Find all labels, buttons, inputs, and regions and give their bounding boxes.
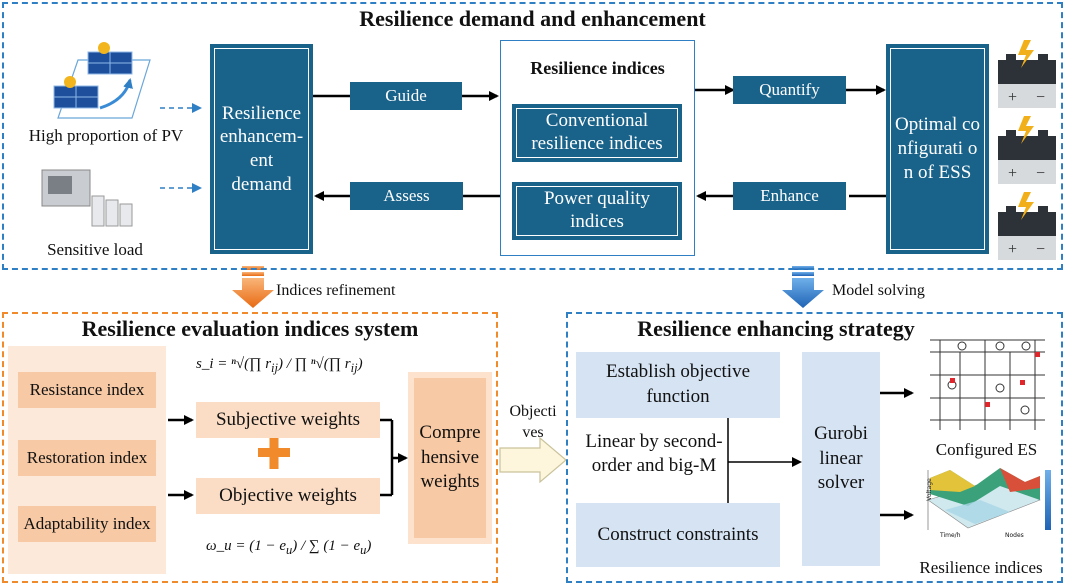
pv-panels-icon — [53, 42, 151, 119]
blue-down-arrow-icon — [782, 266, 824, 308]
establish-objective-box: Establish objective function — [576, 352, 780, 418]
guide-label: Guide — [350, 82, 462, 110]
subjective-weight-formula: s_i = ⁿ√(∏ rij) / ∏ ⁿ√(∏ rij) — [196, 356, 363, 375]
restoration-index-box: Restoration index — [18, 440, 156, 476]
battery-icon: +− — [998, 40, 1056, 108]
right-title: Resilience enhancing strategy — [637, 316, 915, 341]
enhance-label: Enhance — [733, 182, 846, 210]
svg-text:+: + — [1008, 89, 1017, 106]
power-quality-indices-box: Power quality indices — [512, 182, 682, 240]
assess-label: Assess — [350, 182, 463, 210]
construct-constraints-box: Construct constraints — [576, 503, 780, 567]
comprehensive-weights-inner: Compre hensive weights — [414, 378, 486, 538]
gurobi-solver-box: Gurobi linear solver — [802, 352, 880, 566]
sensitive-load-icon — [41, 169, 133, 227]
optimal-ess-box: Optimal configurati on of ESS — [886, 44, 989, 254]
pv-label: High proportion of PV — [28, 126, 184, 145]
model-solving-label: Model solving — [832, 282, 925, 299]
linearization-text: Linear by second-order and big-M — [585, 431, 723, 476]
left-section — [2, 312, 498, 583]
objectives-arrow-icon — [499, 436, 567, 484]
objective-weights-box: Objective weights — [196, 478, 380, 514]
formula-s-symbol: s_i — [196, 356, 214, 372]
svg-text:−: − — [1036, 165, 1045, 182]
right-section — [566, 312, 1063, 583]
axis-nodes-label: Nodes — [1005, 532, 1024, 539]
grid-network-icon — [930, 339, 1045, 430]
indices-refinement-label: Indices refinement — [276, 282, 396, 299]
left-title: Resilience evaluation indices system — [81, 316, 419, 341]
svg-text:+: + — [1008, 241, 1017, 258]
orange-down-arrow-icon — [232, 266, 274, 308]
load-label: Sensitive load — [47, 240, 143, 259]
battery-icon: +− — [998, 192, 1056, 260]
demand-box: Resilience enhancem-ent demand — [210, 44, 313, 254]
conventional-indices-box: Conventional resilience indices — [512, 104, 682, 162]
indices-title: Resilience indices — [530, 58, 665, 78]
svg-text:−: − — [1036, 241, 1045, 258]
top-title: Resilience demand and enhancement — [359, 6, 706, 31]
comprehensive-weights-box: Compre hensive weights — [408, 372, 492, 544]
objectives-label: Objecti ves — [509, 403, 557, 441]
formula-w-symbol: ω_u — [206, 538, 232, 554]
voltage-surface-icon — [927, 468, 1051, 530]
adaptability-index-box: Adaptability index — [18, 506, 156, 542]
top-section — [2, 2, 1063, 270]
axis-time-label: Time/h — [940, 532, 961, 539]
resilience-indices-label: Resilience indices — [919, 558, 1043, 577]
objective-weight-formula: ω_u = (1 − eu) / ∑ (1 − eu) — [206, 538, 372, 557]
axis-voltage-label: Voltage — [925, 478, 933, 501]
subjective-weights-box: Subjective weights — [196, 402, 380, 438]
battery-icon: +− — [998, 116, 1056, 184]
configured-es-label: Configured ES — [935, 440, 1038, 459]
svg-text:−: − — [1036, 89, 1045, 106]
svg-text:+: + — [1008, 165, 1017, 182]
resistance-index-box: Resistance index — [18, 372, 156, 408]
quantify-label: Quantify — [733, 76, 846, 104]
